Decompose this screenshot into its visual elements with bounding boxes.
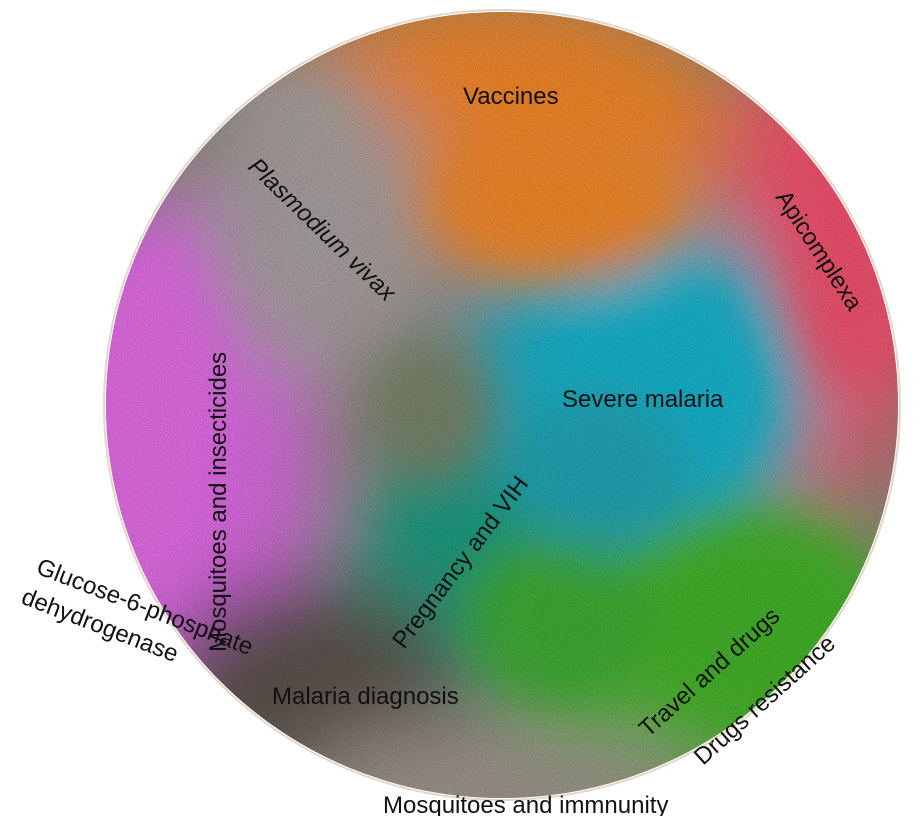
- label-vaccines: Vaccines: [463, 83, 559, 110]
- network-outline: [103, 9, 901, 801]
- label-malaria-diagnosis: Malaria diagnosis: [272, 683, 459, 710]
- label-severe-malaria: Severe malaria: [562, 386, 724, 413]
- label-mosquitoes-insecticides: Mosquitoes and insecticides: [205, 352, 232, 652]
- label-mosquitoes-immunity: Mosquitoes and immnunity: [383, 792, 668, 816]
